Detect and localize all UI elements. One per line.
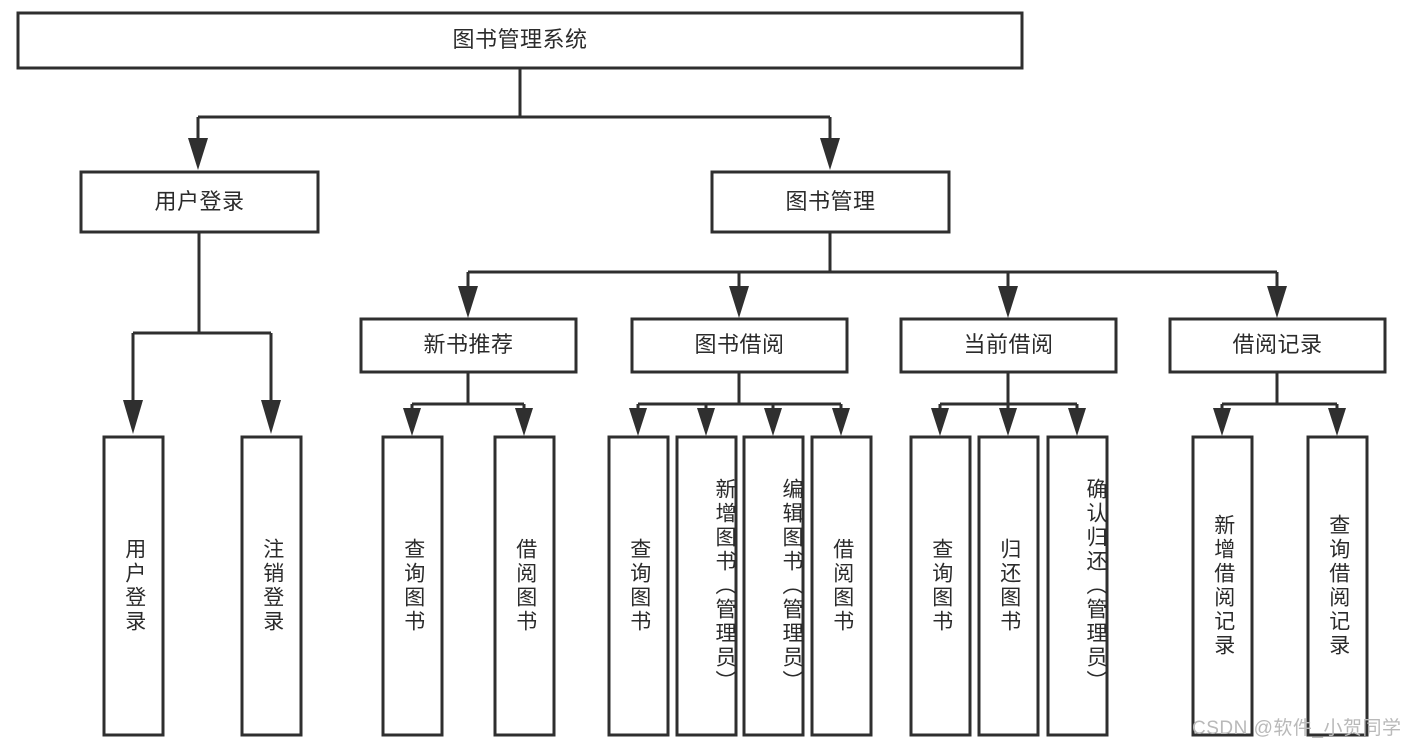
arrowhead-leaf-user-login-2 xyxy=(261,400,281,434)
node-box-book-manage[interactable] xyxy=(710,170,951,234)
arrowhead-nbr-leaf-1 xyxy=(403,408,421,436)
arrowhead-bb-leaf-1 xyxy=(629,408,647,436)
arrowhead-cb-leaf-2 xyxy=(999,408,1017,436)
arrowhead-user-login xyxy=(188,138,208,170)
leaf-box-nbr-1[interactable] xyxy=(381,435,444,737)
leaf-box-cb-2[interactable] xyxy=(977,435,1040,737)
node-box-new-book-recommend[interactable] xyxy=(359,317,578,374)
arrowhead-cb-leaf-3 xyxy=(1068,408,1086,436)
node-box-borrow-record[interactable] xyxy=(1168,317,1387,374)
arrowhead-br-leaf-2 xyxy=(1328,408,1346,436)
node-box-root[interactable] xyxy=(16,11,1024,70)
leaf-box-user-login-1[interactable] xyxy=(102,435,165,737)
leaf-box-bb-2[interactable] xyxy=(675,435,738,737)
leaf-box-br-1[interactable] xyxy=(1191,435,1254,737)
node-box-book-borrow[interactable] xyxy=(630,317,849,374)
arrowhead-current-borrow xyxy=(998,286,1018,318)
arrowhead-bb-leaf-4 xyxy=(832,408,850,436)
arrowhead-bb-leaf-2 xyxy=(697,408,715,436)
leaf-box-bb-3[interactable] xyxy=(742,435,805,737)
arrowhead-leaf-user-login-1 xyxy=(123,400,143,434)
leaf-box-cb-1[interactable] xyxy=(909,435,972,737)
arrowhead-book-borrow xyxy=(729,286,749,318)
node-box-user-login[interactable] xyxy=(79,170,320,234)
arrowhead-cb-leaf-1 xyxy=(931,408,949,436)
arrowhead-br-leaf-1 xyxy=(1213,408,1231,436)
arrowhead-nbr-leaf-2 xyxy=(515,408,533,436)
arrowhead-borrow-record xyxy=(1267,286,1287,318)
node-box-current-borrow[interactable] xyxy=(899,317,1118,374)
leaf-box-nbr-2[interactable] xyxy=(493,435,556,737)
leaf-box-br-2[interactable] xyxy=(1306,435,1369,737)
leaf-box-bb-1[interactable] xyxy=(607,435,670,737)
leaf-box-cb-3[interactable] xyxy=(1046,435,1109,737)
leaf-box-user-login-2[interactable] xyxy=(240,435,303,737)
arrowhead-book-manage xyxy=(820,138,840,170)
leaf-box-bb-4[interactable] xyxy=(810,435,873,737)
arrowhead-new-book-recommend xyxy=(458,286,478,318)
arrowhead-bb-leaf-3 xyxy=(764,408,782,436)
